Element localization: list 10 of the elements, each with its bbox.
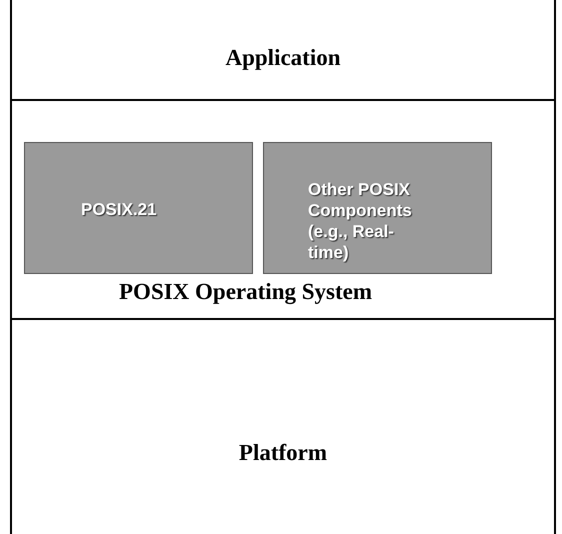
component-box [263, 142, 492, 274]
layer-band [10, 101, 556, 320]
layer-band [10, 320, 556, 534]
layer-band [10, 0, 556, 101]
component-box [24, 142, 253, 274]
layer-title: Platform [238, 440, 328, 466]
layer-title: Application [224, 45, 342, 71]
layer-title: POSIX Operating System [119, 279, 372, 305]
component-label: Other POSIX Components (e.g., Real-time) [308, 179, 413, 263]
component-label: POSIX.21 [81, 199, 158, 220]
